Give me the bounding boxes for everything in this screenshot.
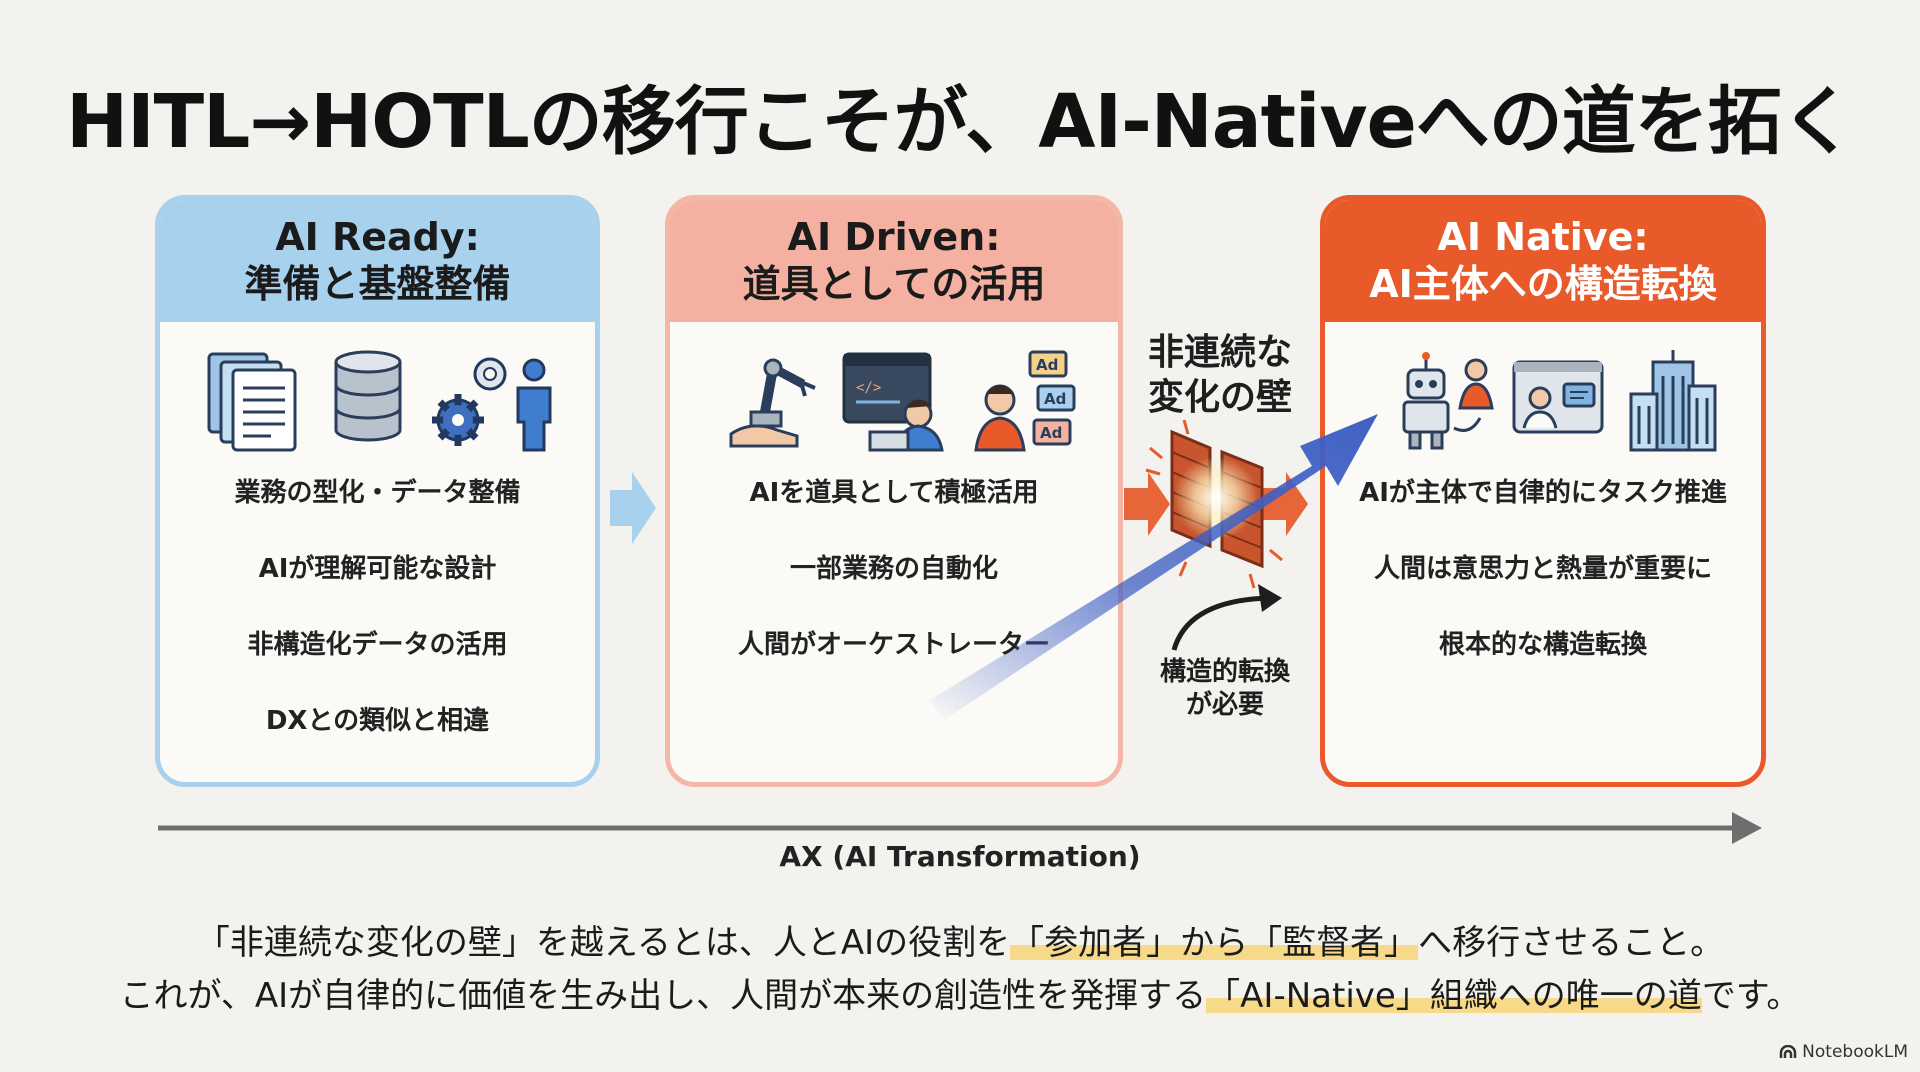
card-ai-native-icons [1325, 348, 1761, 458]
ad-label: Ad [1044, 390, 1066, 408]
summary-line-2-a: これが、AIが自律的に価値を生み出し、人間が本来の創造性を発揮する [120, 976, 1207, 1016]
card-ai-native-heading: AI Native: AI主体への構造転換 [1325, 200, 1761, 322]
robot-arm-icon [725, 348, 825, 452]
gears-person-icon [430, 348, 560, 452]
card-ai-driven-heading: AI Driven: 道具としての活用 [670, 200, 1118, 322]
list-item: AIが理解可能な設計 [160, 548, 595, 585]
list-item: 業務の型化・データ整備 [160, 472, 595, 509]
summary-line-1-a: 「非連続な変化の壁」を越えるとは、人とAIの役割を [196, 923, 1010, 963]
connector-arrow-icon [610, 472, 656, 544]
axis-label: AX (AI Transformation) [0, 840, 1920, 873]
card-ai-native-title: AI Native: [1437, 214, 1648, 262]
list-item: 人間は意思力と熱量が重要に [1325, 548, 1761, 585]
list-item: DXとの類似と相違 [160, 700, 595, 737]
card-ai-driven-title: AI Driven: [788, 214, 1001, 262]
advertising-person-icon: Ad Ad Ad [970, 348, 1080, 452]
video-call-icon [1510, 348, 1606, 452]
orange-arrow-left-icon [1124, 472, 1170, 536]
page-title: HITL→HOTLの移行こそが、AI-Nativeへの道を拓く [0, 62, 1920, 169]
list-item: AIが主体で自律的にタスク推進 [1325, 472, 1761, 509]
notebooklm-logo-icon [1779, 1045, 1797, 1059]
curved-arrow-icon [1174, 598, 1270, 650]
wall-heading-line1: 非連続な [1120, 330, 1320, 375]
summary-line-2-highlight: 「AI-Native」組織への唯一の道 [1206, 976, 1702, 1016]
orange-arrow-right-icon [1262, 472, 1308, 536]
wall-heading: 非連続な 変化の壁 [1120, 330, 1320, 420]
card-ai-native-subtitle: AI主体への構造転換 [1369, 261, 1717, 309]
card-ai-driven-icons: </> Ad Ad Ad [670, 348, 1118, 458]
watermark-label: NotebookLM [1802, 1042, 1908, 1062]
list-item: AIを道具として積極活用 [670, 472, 1118, 509]
card-ai-ready-heading: AI Ready: 準備と基盤整備 [160, 200, 595, 322]
wall-note-line1: 構造的転換 [1120, 656, 1330, 689]
card-ai-ready-icons [160, 348, 595, 458]
card-ai-ready: AI Ready: 準備と基盤整備 [155, 195, 600, 787]
wall-note: 構造的転換 が必要 [1120, 656, 1330, 721]
documents-icon [205, 348, 301, 452]
card-ai-ready-subtitle: 準備と基盤整備 [244, 261, 510, 309]
robot-person-icon [1390, 348, 1500, 452]
developer-icon: </> [840, 348, 950, 452]
ad-label: Ad [1036, 356, 1058, 374]
card-ai-driven: AI Driven: 道具としての活用 </> Ad [665, 195, 1123, 787]
svg-text:</>: </> [856, 380, 881, 396]
list-item: 根本的な構造転換 [1325, 624, 1761, 661]
card-ai-driven-subtitle: 道具としての活用 [743, 261, 1046, 309]
wall-note-line2: が必要 [1120, 689, 1330, 722]
ad-label: Ad [1040, 424, 1062, 442]
list-item: 非構造化データの活用 [160, 624, 595, 661]
building-icon [1625, 348, 1721, 452]
wall-heading-line2: 変化の壁 [1120, 375, 1320, 420]
brick-wall-icon [1146, 420, 1282, 588]
database-icon [332, 348, 404, 444]
card-ai-native: AI Native: AI主体への構造転換 [1320, 195, 1766, 787]
summary-line-1-b: へ移行させること。 [1418, 923, 1724, 963]
summary-line-2-b: です。 [1702, 976, 1801, 1016]
list-item: 人間がオーケストレーター [670, 624, 1118, 661]
watermark: NotebookLM [1779, 1042, 1908, 1062]
summary-line-1-highlight: 「参加者」から「監督者」 [1010, 923, 1418, 963]
card-ai-ready-title: AI Ready: [275, 214, 480, 262]
summary-line-1: 「非連続な変化の壁」を越えるとは、人とAIの役割を「参加者」から「監督者」へ移行… [0, 915, 1920, 964]
summary-line-2: これが、AIが自律的に価値を生み出し、人間が本来の創造性を発揮する「AI-Nat… [0, 968, 1920, 1017]
list-item: 一部業務の自動化 [670, 548, 1118, 585]
